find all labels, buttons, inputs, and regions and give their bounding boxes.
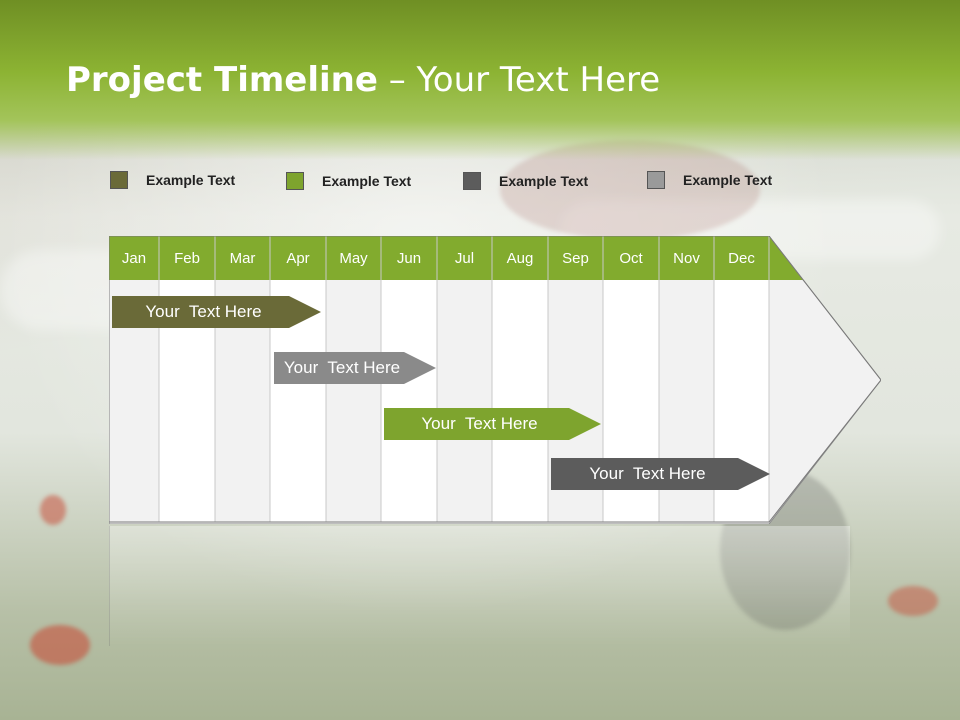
timeline-reflection [109, 526, 850, 646]
legend-item: Example Text [110, 170, 235, 190]
timeline-outline [109, 236, 881, 523]
month-label-sep: Sep [562, 250, 589, 267]
legend-label: Example Text [499, 173, 589, 189]
month-label-oct: Oct [619, 250, 643, 267]
legend-label: Example Text [683, 172, 773, 188]
page-title-bold: Project Timeline [66, 60, 378, 100]
legend-item: Example Text [463, 171, 588, 191]
month-label-dec: Dec [728, 250, 755, 267]
page-title: Project Timeline – Your Text Here [66, 60, 660, 100]
background-blur-shape [40, 495, 66, 525]
month-column [492, 280, 548, 522]
task-bar-3[interactable]: Your Text Here [384, 408, 601, 440]
month-column [381, 280, 437, 522]
task-bar-1[interactable]: Your Text Here [112, 296, 321, 328]
month-label-aug: Aug [506, 250, 534, 267]
month-column [326, 280, 381, 522]
month-label-feb: Feb [174, 250, 200, 267]
task-bar-2[interactable]: Your Text Here [274, 352, 436, 384]
legend-swatch [110, 171, 128, 189]
legend-label: Example Text [146, 172, 236, 188]
task-bar-4[interactable]: Your Text Here [551, 458, 770, 490]
month-label-may: May [339, 250, 368, 267]
legend-label: Example Text [322, 173, 412, 189]
legend-item: Example Text [286, 171, 411, 191]
background-blur-shape [888, 586, 938, 616]
task-bar-label: Your Text Here [283, 358, 401, 377]
legend-item: Example Text [647, 170, 772, 190]
task-bar-label: Your Text Here [145, 302, 262, 321]
month-label-mar: Mar [229, 250, 256, 267]
legend-swatch [647, 171, 665, 189]
page-title-rest: – Your Text Here [377, 60, 661, 100]
legend-swatch [286, 172, 304, 190]
month-label-jun: Jun [396, 250, 422, 267]
task-bar-label: Your Text Here [589, 464, 706, 483]
legend-swatch [463, 172, 481, 190]
month-label-nov: Nov [673, 250, 700, 267]
month-label-jul: Jul [454, 250, 475, 267]
month-column [437, 280, 492, 522]
header-band [0, 0, 960, 160]
task-bar-label: Your Text Here [421, 414, 538, 433]
background-blur-shape [30, 625, 90, 665]
month-label-apr: Apr [286, 250, 310, 267]
month-label-jan: Jan [121, 250, 147, 267]
